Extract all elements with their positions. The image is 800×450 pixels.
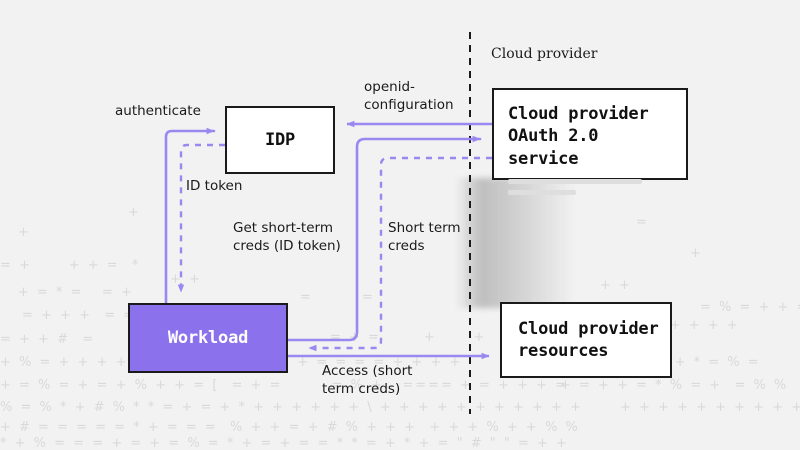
texture-row: + [690, 246, 703, 261]
edge-label-short-term-creds: Short term creds [388, 220, 461, 254]
edge-label-openid-configuration: openid- configuration [364, 79, 454, 113]
texture-row: * + % = = = + = + = % = * + = + = = * * … [0, 436, 569, 450]
edge-label-get-short-term-creds: Get short-term creds (ID token) [233, 220, 341, 254]
edge-label-authenticate: authenticate [115, 103, 201, 119]
texture-row: + + [600, 278, 632, 293]
node-resources-label: Cloud provider resources [518, 319, 659, 362]
texture-row: + # = = = = = * + = = = % + + = + # % + … [0, 420, 580, 435]
texture-row: = = [300, 290, 375, 305]
node-workload-label: Workload [167, 327, 249, 348]
node-cloud-provider-resources[interactable]: Cloud provider resources [500, 302, 672, 378]
node-cloud-provider-oauth-service[interactable]: Cloud provider OAuth 2.0 service [492, 88, 688, 196]
edge-id-token [177, 143, 225, 293]
texture-row: = + + + = = [22, 308, 137, 323]
gradient-smudge [455, 178, 575, 308]
texture-row: + = % = + = + % + + = [ = + = = % + ====… [0, 378, 569, 393]
placeholder-line-2 [508, 190, 576, 196]
placeholder-line-1 [508, 179, 642, 185]
texture-row: + + + + + + + + + + + [620, 400, 800, 415]
texture-row: + = * = = + [18, 285, 134, 300]
node-idp[interactable]: IDP [225, 106, 335, 174]
label-cloud-provider-zone: Cloud provider [491, 46, 598, 62]
texture-row: = + + + = * [0, 258, 141, 273]
texture-row: = [636, 215, 649, 230]
node-workload[interactable]: Workload [128, 303, 288, 373]
edge-authenticate [164, 127, 216, 305]
edge-label-id-token: ID token [186, 178, 243, 194]
texture-row: + [128, 205, 141, 220]
texture-row: + [18, 225, 31, 240]
edge-label-access-short-term-creds: Access (short term creds) [322, 363, 413, 397]
texture-row: = % = + + = [700, 300, 800, 315]
texture-row: % = % * + # % * * = + = + * + + + + + + … [0, 400, 583, 415]
texture-row: + + [170, 272, 202, 287]
texture-row: + = + + = * % = + = % % [560, 378, 789, 393]
node-idp-label: IDP [264, 129, 296, 150]
node-oauth-label: Cloud provider OAuth 2.0 service [508, 104, 649, 169]
